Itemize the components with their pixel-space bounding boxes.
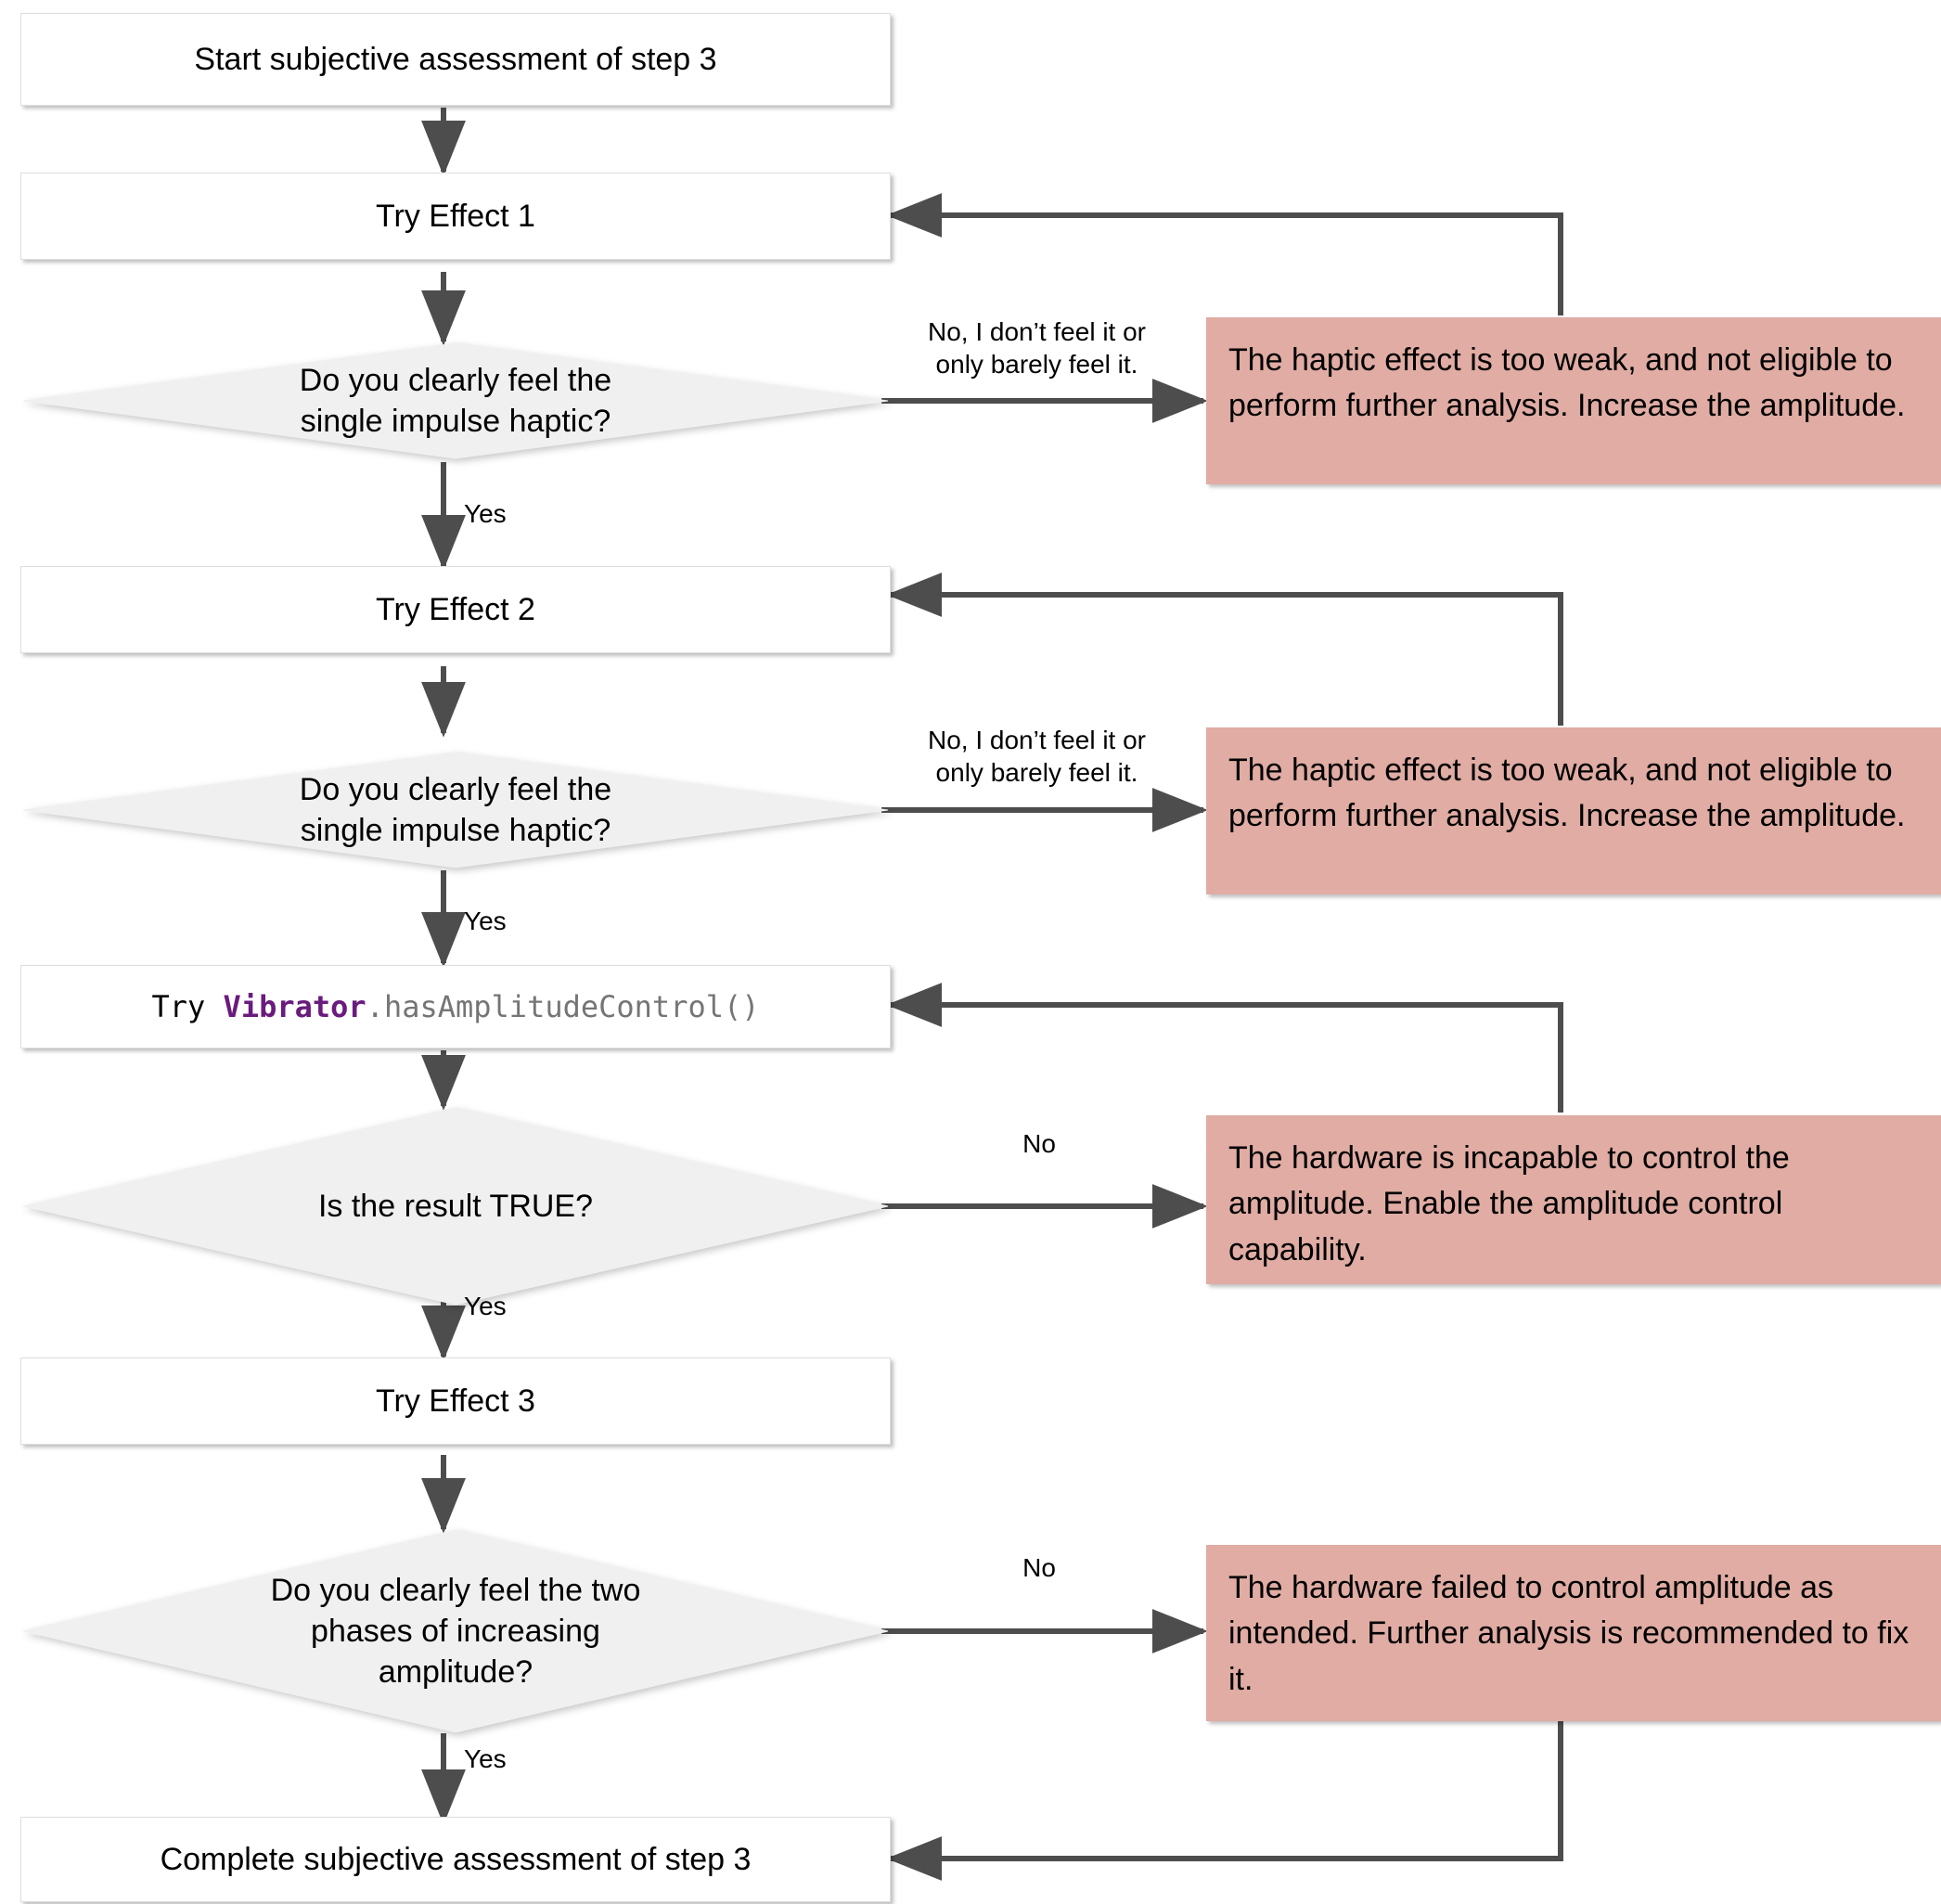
code-prefix: Try: [151, 989, 224, 1024]
node-decision-3[interactable]: Is the result TRUE?: [20, 1104, 891, 1308]
decision-1-shape: [22, 342, 889, 459]
node-decision-2[interactable]: Do you clearly feel the single impulse h…: [20, 750, 891, 870]
node-note-2[interactable]: The haptic effect is too weak, and not e…: [1206, 727, 1941, 894]
edge-note1-feedback: [886, 193, 1563, 315]
code-class-name: Vibrator: [223, 989, 366, 1024]
edge-label-decision2-yes: Yes: [464, 907, 507, 935]
node-decision-1-label: Do you clearly feel the single impulse h…: [299, 362, 612, 439]
node-note-3[interactable]: The hardware is incapable to control the…: [1206, 1115, 1941, 1284]
edge-label-decision2-no: No, I don’t feel it or only barely feel …: [927, 726, 1146, 787]
node-try-effect-2[interactable]: Try Effect 2: [20, 566, 891, 653]
node-try-effect-3-label: Try Effect 3: [376, 1383, 535, 1419]
edge-note4-feedback: [886, 1721, 1563, 1881]
decision-3-shape: [22, 1107, 889, 1306]
node-decision-4-label: Do you clearly feel the two phases of in…: [270, 1572, 641, 1691]
decision-2-shape: [22, 752, 889, 868]
node-try-effect-1-label: Try Effect 1: [376, 198, 535, 234]
node-complete-label: Complete subjective assessment of step 3: [160, 1841, 752, 1877]
node-try-effect-2-label: Try Effect 2: [376, 591, 535, 627]
edge-note3-feedback: [886, 983, 1563, 1113]
edge-label-decision4-no: No: [1022, 1553, 1056, 1582]
node-decision-3-label: Is the result TRUE?: [317, 1188, 594, 1224]
code-method-name: .hasAmplitudeControl(): [366, 989, 760, 1024]
node-try-amplitude-control-label: Try Vibrator.hasAmplitudeControl(): [135, 988, 776, 1025]
node-start-label: Start subjective assessment of step 3: [194, 41, 717, 77]
node-start[interactable]: Start subjective assessment of step 3: [20, 13, 891, 106]
node-note-4[interactable]: The hardware failed to control amplitude…: [1206, 1545, 1941, 1721]
node-try-effect-3[interactable]: Try Effect 3: [20, 1357, 891, 1445]
node-note-1[interactable]: The haptic effect is too weak, and not e…: [1206, 317, 1941, 484]
edge-label-decision3-no: No: [1022, 1129, 1056, 1158]
decision-4-shape: [22, 1529, 889, 1733]
node-try-effect-1[interactable]: Try Effect 1: [20, 173, 891, 260]
edge-label-decision1-yes: Yes: [464, 499, 507, 528]
node-note-4-label: The hardware failed to control amplitude…: [1228, 1570, 1909, 1697]
edge-label-decision1-no: No, I don’t feel it or only barely feel …: [927, 317, 1146, 379]
edge-label-decision4-yes: Yes: [464, 1744, 507, 1773]
node-note-2-label: The haptic effect is too weak, and not e…: [1228, 753, 1906, 834]
node-decision-2-label: Do you clearly feel the single impulse h…: [299, 771, 612, 848]
edge-note2-feedback: [886, 572, 1563, 726]
node-note-3-label: The hardware is incapable to control the…: [1228, 1140, 1790, 1267]
node-try-amplitude-control[interactable]: Try Vibrator.hasAmplitudeControl(): [20, 965, 891, 1048]
node-decision-4[interactable]: Do you clearly feel the two phases of in…: [20, 1526, 891, 1736]
node-note-1-label: The haptic effect is too weak, and not e…: [1228, 342, 1906, 424]
node-decision-1[interactable]: Do you clearly feel the single impulse h…: [20, 341, 891, 461]
edge-label-decision3-yes: Yes: [464, 1292, 507, 1320]
node-complete[interactable]: Complete subjective assessment of step 3: [20, 1817, 891, 1902]
